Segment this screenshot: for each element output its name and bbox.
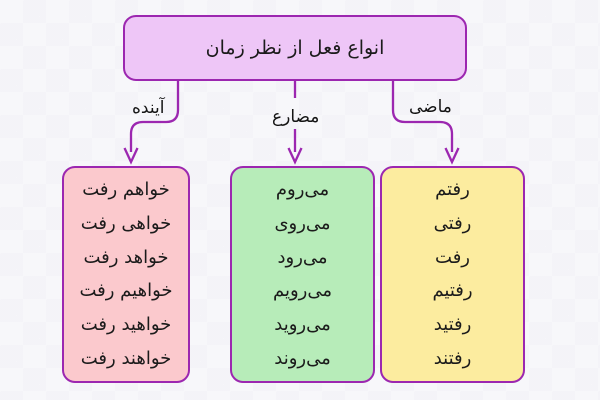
connector-past-path — [391, 81, 454, 152]
tense-box-present: می‌روم می‌روی می‌رود می‌رویم می‌روید می‌… — [230, 166, 375, 383]
conjugation-item: رفتیم — [432, 280, 473, 302]
conjugation-item: می‌روم — [275, 179, 330, 200]
conjugation-item: رفت — [435, 246, 470, 268]
arrowhead-future — [123, 147, 139, 165]
tense-box-past: رفتم رفتی رفت رفتیم رفتید رفتند — [380, 166, 525, 383]
conjugation-item: رفتم — [435, 179, 470, 200]
conjugation-item: می‌رویم — [272, 280, 333, 302]
arrowhead-present — [287, 147, 303, 165]
diagram-title-box: انواع فعل از نظر زمان — [123, 15, 467, 81]
conjugation-item: خواهم رفت — [82, 179, 170, 200]
conjugation-item: می‌روی — [274, 212, 331, 234]
branch-label-present: مضارع — [272, 107, 320, 127]
page-title: انواع فعل از نظر زمان — [205, 37, 385, 59]
conjugation-item: خواهد رفت — [83, 246, 169, 268]
conjugation-item: می‌روید — [274, 314, 331, 336]
conjugation-item: رفتید — [433, 314, 472, 336]
arrowhead-past — [444, 147, 460, 165]
conjugation-item: خواهیم رفت — [79, 280, 173, 302]
conjugation-item: خواهی رفت — [80, 212, 172, 234]
conjugation-item: رفتند — [433, 347, 472, 369]
conjugation-item: می‌روند — [274, 347, 331, 369]
connector-future-path — [129, 81, 180, 152]
conjugation-item: رفتی — [433, 212, 472, 234]
tense-box-future: خواهم رفت خواهی رفت خواهد رفت خواهیم رفت… — [62, 166, 190, 383]
branch-label-future: آینده — [132, 98, 165, 118]
conjugation-item: می‌رود — [277, 246, 328, 268]
branch-label-past: ماضی — [409, 97, 452, 117]
conjugation-item: خواهند رفت — [80, 347, 172, 369]
conjugation-item: خواهید رفت — [80, 314, 172, 336]
